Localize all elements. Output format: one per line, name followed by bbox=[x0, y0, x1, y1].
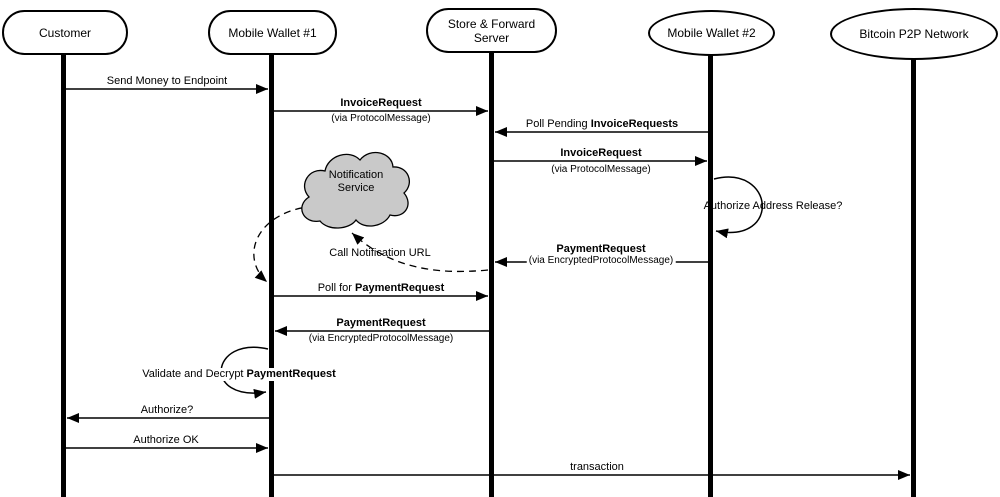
actor-mobile-wallet-2: Mobile Wallet #2 bbox=[648, 10, 775, 56]
actor-bitcoin-p2p-network: Bitcoin P2P Network bbox=[830, 8, 998, 60]
actor-bitcoin-p2p-network-label: Bitcoin P2P Network bbox=[859, 27, 969, 41]
label-transaction: transaction bbox=[568, 461, 626, 474]
label-payment-request-2: PaymentRequest bbox=[334, 317, 428, 330]
lifeline-bitcoin-p2p-network bbox=[911, 57, 916, 497]
actor-store-forward-server: Store & Forward Server bbox=[426, 8, 557, 53]
label-invoice-request-2: InvoiceRequest bbox=[558, 147, 644, 160]
label-authorize-address-release: Authorize Address Release? bbox=[703, 200, 843, 212]
notification-cloud-shape bbox=[301, 151, 410, 229]
dashed-arrow-notify-wallet1 bbox=[253, 205, 315, 283]
sublabel-via-protocolmessage-2: (via ProtocolMessage) bbox=[549, 164, 653, 176]
actor-mobile-wallet-2-label: Mobile Wallet #2 bbox=[667, 26, 756, 40]
label-payment-request-1: PaymentRequest bbox=[554, 243, 648, 256]
actor-mobile-wallet-1: Mobile Wallet #1 bbox=[208, 10, 337, 55]
cloud-label-line1: Notification bbox=[328, 169, 384, 181]
actor-mobile-wallet-1-label: Mobile Wallet #1 bbox=[228, 25, 317, 40]
label-call-notification-url: Call Notification URL bbox=[329, 247, 431, 259]
label-authorize-question: Authorize? bbox=[138, 404, 196, 417]
lifeline-store-forward-server bbox=[489, 52, 494, 497]
label-authorize-ok: Authorize OK bbox=[131, 434, 201, 447]
self-loop-authorize-address-release bbox=[713, 176, 764, 239]
label-validate-and-decrypt: Validate and Decrypt PaymentRequest bbox=[140, 368, 338, 381]
notification-cloud-label: Notification Service bbox=[329, 169, 383, 195]
sublabel-via-protocolmessage-1: (via ProtocolMessage) bbox=[329, 113, 433, 125]
actor-customer-label: Customer bbox=[38, 25, 91, 40]
actor-customer: Customer bbox=[2, 10, 128, 55]
sublabel-via-encryptedprotocolmessage-2: (via EncryptedProtocolMessage) bbox=[306, 333, 456, 345]
cloud-label-line2: Service bbox=[337, 182, 375, 194]
actor-store-forward-server-label: Store & Forward Server bbox=[447, 16, 536, 45]
label-poll-for-paymentrequest: Poll for PaymentRequest bbox=[315, 282, 447, 295]
sublabel-via-encryptedprotocolmessage-1: (via EncryptedProtocolMessage) bbox=[526, 255, 676, 267]
label-invoice-request-1: InvoiceRequest bbox=[338, 97, 424, 110]
lifeline-mobile-wallet-1 bbox=[269, 55, 274, 497]
label-send-money-to-endpoint: Send Money to Endpoint bbox=[104, 75, 230, 88]
dashed-arrow-call-notification-url bbox=[351, 232, 489, 273]
lifeline-mobile-wallet-2 bbox=[708, 55, 713, 497]
label-poll-pending-invoicerequests: Poll Pending InvoiceRequests bbox=[523, 118, 681, 131]
lifeline-customer bbox=[61, 55, 66, 497]
